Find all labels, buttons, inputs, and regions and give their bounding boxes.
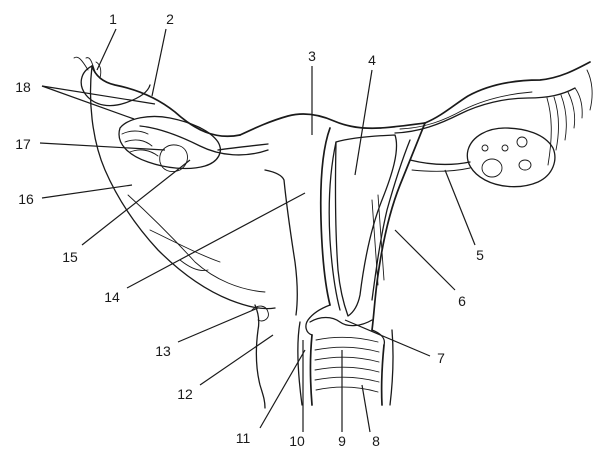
label-10: 10 (289, 433, 305, 449)
leader-line-8 (362, 385, 370, 432)
left-ovary (119, 116, 220, 168)
uterus-left-wall-inner (329, 142, 340, 310)
round-ligament (150, 230, 220, 271)
label-16: 16 (18, 191, 34, 207)
label-17: 17 (15, 136, 31, 152)
right-ovary-follicle-b (517, 137, 527, 147)
label-4: 4 (368, 52, 376, 68)
leader-line-5 (445, 170, 475, 245)
left-uterine-tube-upper (92, 66, 240, 136)
leader-line-18b (42, 86, 134, 119)
label-18: 18 (15, 79, 31, 95)
left-ovary-folds (122, 131, 158, 156)
vagina-right-wall (382, 345, 384, 405)
number-labels: 1 2 3 4 5 6 7 8 9 10 11 12 13 14 15 16 1… (15, 11, 484, 449)
leader-line-18a (42, 86, 155, 104)
leader-line-15 (82, 160, 190, 245)
label-3: 3 (308, 48, 316, 64)
right-ovary-follicle-d (519, 160, 531, 170)
leader-line-17 (40, 143, 165, 150)
label-13: 13 (155, 343, 171, 359)
broad-ligament-cut-edge (265, 170, 297, 315)
label-2: 2 (166, 11, 174, 27)
right-ovary-follicle-a (482, 159, 502, 177)
label-6: 6 (458, 293, 466, 309)
label-12: 12 (177, 386, 193, 402)
label-5: 5 (476, 247, 484, 263)
leader-line-2 (152, 29, 166, 96)
right-ovary-follicle-e (482, 145, 488, 151)
right-ovarian-ligament-lower (412, 168, 470, 171)
label-8: 8 (372, 433, 380, 449)
leader-line-13 (178, 308, 258, 342)
label-15: 15 (62, 249, 78, 265)
uterus-illustration (74, 57, 592, 408)
right-ovarian-ligament (410, 160, 470, 164)
label-11: 11 (236, 430, 251, 446)
label-7: 7 (437, 350, 445, 366)
leader-line-4 (355, 70, 372, 175)
right-ovary-follicle-c (502, 145, 508, 151)
leader-line-14 (127, 193, 305, 288)
uterine-fundus-outline (240, 114, 425, 135)
label-9: 9 (338, 433, 346, 449)
leader-line-12 (200, 335, 273, 385)
right-ovary (467, 128, 555, 187)
vaginal-rugae (315, 337, 379, 392)
label-14: 14 (104, 289, 120, 305)
leader-line-11 (260, 350, 305, 428)
broad-ligament-inner (128, 195, 265, 292)
left-ovarian-ligament (218, 144, 268, 150)
leader-line-1 (97, 29, 116, 70)
external-os (310, 318, 372, 326)
vagina-left-wall (311, 335, 313, 405)
leader-line-6 (395, 230, 455, 290)
label-1: 1 (109, 11, 117, 27)
